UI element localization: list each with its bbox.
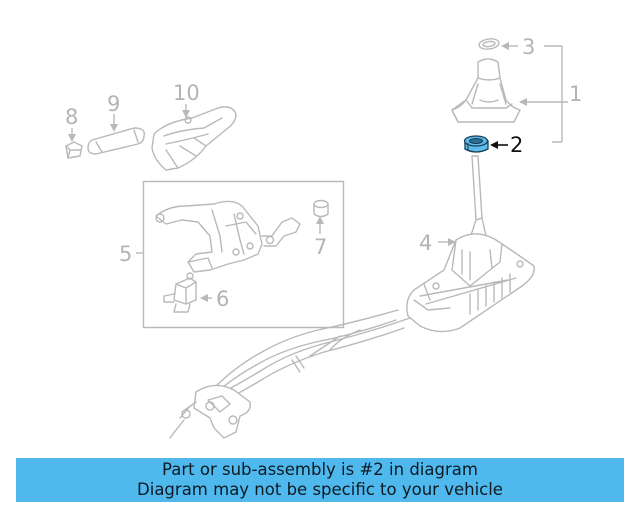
part-4-shifter-assembly bbox=[406, 155, 535, 333]
part-8-clip bbox=[65, 141, 83, 159]
part-7-bushing bbox=[313, 199, 329, 218]
part-1-shift-boot bbox=[451, 58, 521, 123]
banner-line-2: Diagram may not be specific to your vehi… bbox=[137, 480, 503, 499]
part-6-switch bbox=[163, 272, 197, 313]
part-10-handle-cover bbox=[151, 106, 237, 171]
callout-3: 3 bbox=[522, 35, 535, 59]
shift-cables bbox=[209, 309, 411, 409]
part-2-shift-collar bbox=[463, 135, 489, 153]
part-9-handle-grip bbox=[87, 127, 145, 155]
callout-10: 10 bbox=[173, 81, 200, 105]
part-5-box bbox=[142, 180, 345, 329]
banner-line-1: Part or sub-assembly is #2 in diagram bbox=[162, 460, 478, 479]
part-3-seal-ring bbox=[478, 38, 500, 50]
callout-4: 4 bbox=[419, 231, 432, 255]
callout-8: 8 bbox=[65, 105, 78, 129]
callout-1: 1 bbox=[569, 82, 582, 106]
callout-7: 7 bbox=[314, 235, 327, 259]
leader-arrowheads bbox=[68, 42, 527, 302]
callout-5: 5 bbox=[119, 242, 132, 266]
cable-bracket bbox=[169, 384, 251, 439]
leader-1 bbox=[520, 45, 568, 143]
callout-2: 2 bbox=[510, 133, 523, 157]
callout-9: 9 bbox=[107, 92, 120, 116]
info-banner: Part or sub-assembly is #2 in diagram Di… bbox=[16, 458, 624, 502]
part-5-release-lever bbox=[155, 200, 301, 273]
callout-6: 6 bbox=[216, 287, 229, 311]
